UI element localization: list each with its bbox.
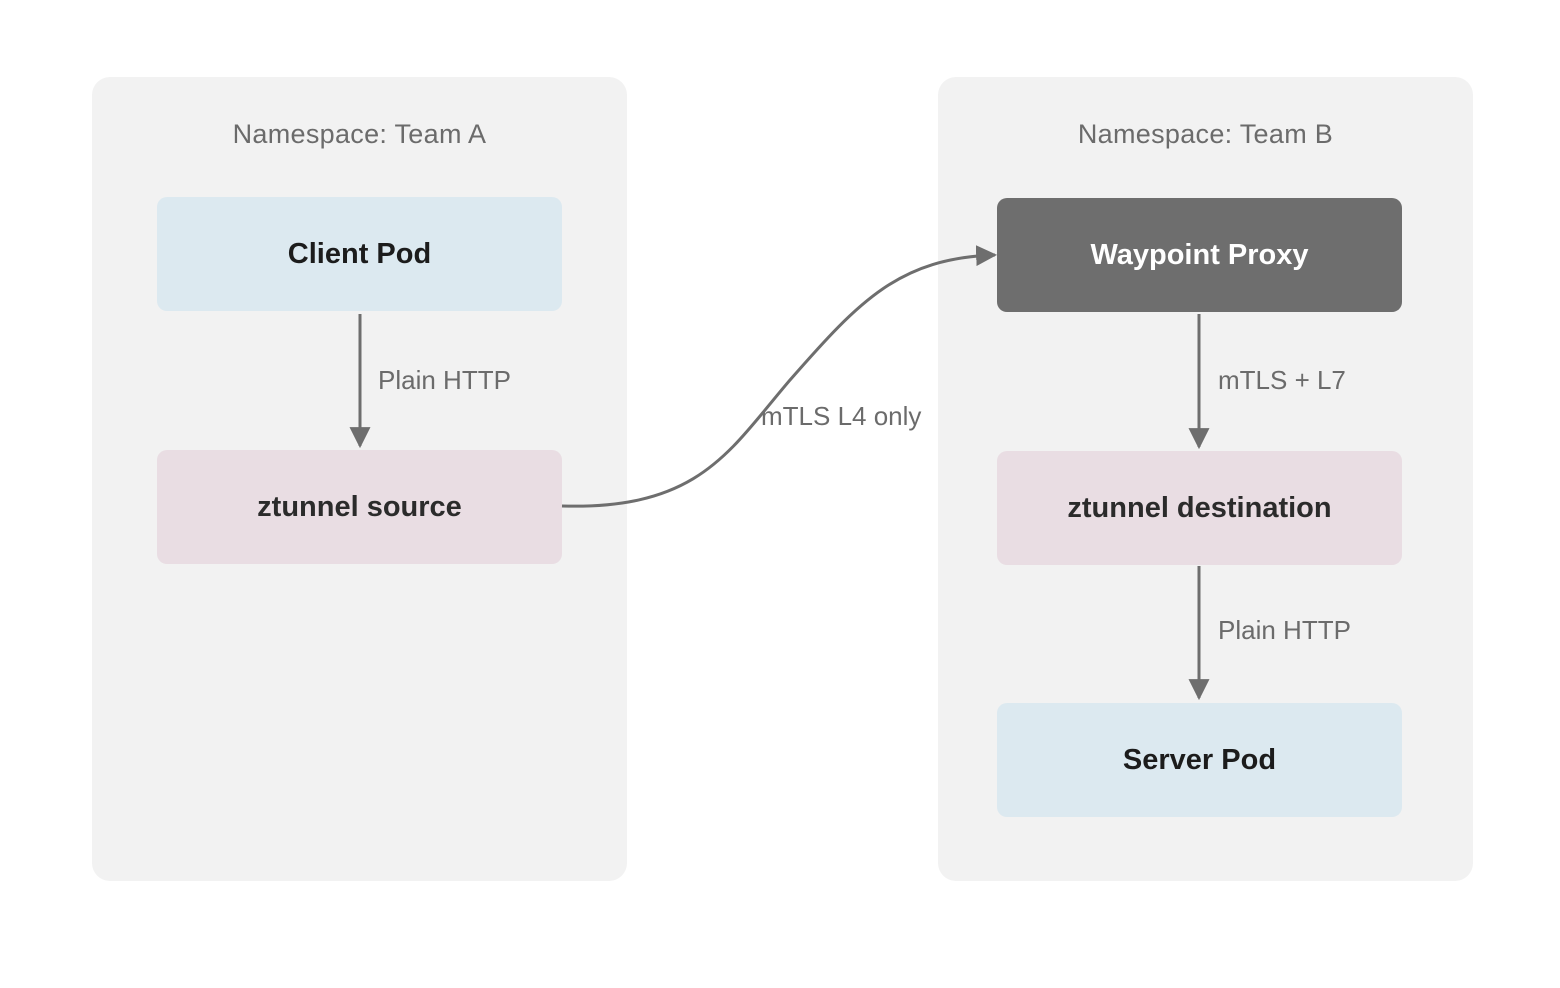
server-pod-node: Server Pod xyxy=(997,703,1402,817)
edge-label-plain-http-a: Plain HTTP xyxy=(378,365,511,395)
waypoint-proxy-label: Waypoint Proxy xyxy=(1090,238,1309,271)
edge-label-mtls-l7: mTLS + L7 xyxy=(1218,365,1346,395)
ztunnel-destination-label: ztunnel destination xyxy=(1067,491,1332,524)
ztunnel-destination-node: ztunnel destination xyxy=(997,451,1402,565)
ztunnel-source-label: ztunnel source xyxy=(257,490,462,523)
edge-ztunnel-source-to-waypoint xyxy=(561,245,998,508)
edge-label-mtls-l4: mTLS L4 only xyxy=(761,401,922,431)
client-pod-node: Client Pod xyxy=(157,197,562,311)
namespace-team-a-title: Namespace: Team A xyxy=(232,119,487,149)
edge-label-plain-http-b: Plain HTTP xyxy=(1218,615,1351,645)
ztunnel-source-node: ztunnel source xyxy=(157,450,562,564)
server-pod-label: Server Pod xyxy=(1122,743,1277,776)
waypoint-proxy-node: Waypoint Proxy xyxy=(997,198,1402,312)
namespace-team-b-title: Namespace: Team B xyxy=(1077,119,1334,149)
client-pod-label: Client Pod xyxy=(287,237,432,270)
